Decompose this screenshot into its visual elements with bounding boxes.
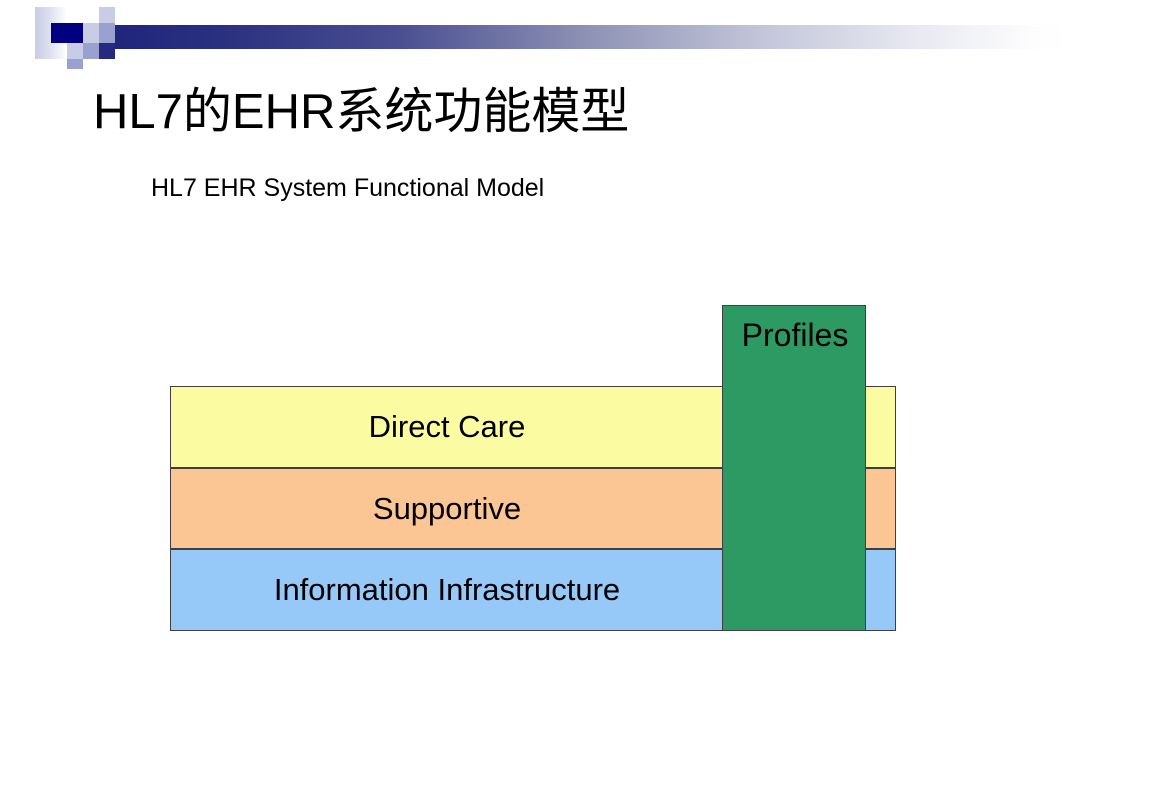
motif-cell-c1 bbox=[35, 7, 51, 59]
page-title: HL7的EHR系统功能模型 bbox=[93, 85, 630, 139]
header-checker-motif bbox=[35, 7, 115, 69]
diagram-overlay-profiles[interactable]: Profiles bbox=[722, 305, 866, 631]
page-subtitle: HL7 EHR System Functional Model bbox=[151, 174, 545, 202]
motif-cell-r3c4 bbox=[67, 43, 83, 59]
diagram-layer-label: Information Infrastructure bbox=[273, 572, 621, 607]
motif-cell-r2c4 bbox=[83, 23, 99, 43]
motif-cell-r2c2 bbox=[51, 23, 83, 43]
motif-cell-r1c5 bbox=[99, 7, 115, 23]
diagram-layer-label: Supportive bbox=[372, 490, 522, 526]
header-gradient-bar bbox=[112, 25, 1070, 49]
diagram-layer-label: Direct Care bbox=[368, 409, 526, 444]
motif-cell-r3c6 bbox=[99, 43, 115, 59]
header-decoration bbox=[0, 0, 1154, 70]
motif-cell-r4c4 bbox=[67, 59, 83, 69]
motif-cell-r3c5 bbox=[83, 43, 99, 59]
diagram-overlay-label: Profiles bbox=[741, 317, 849, 353]
motif-cell-r2c5 bbox=[99, 23, 115, 43]
